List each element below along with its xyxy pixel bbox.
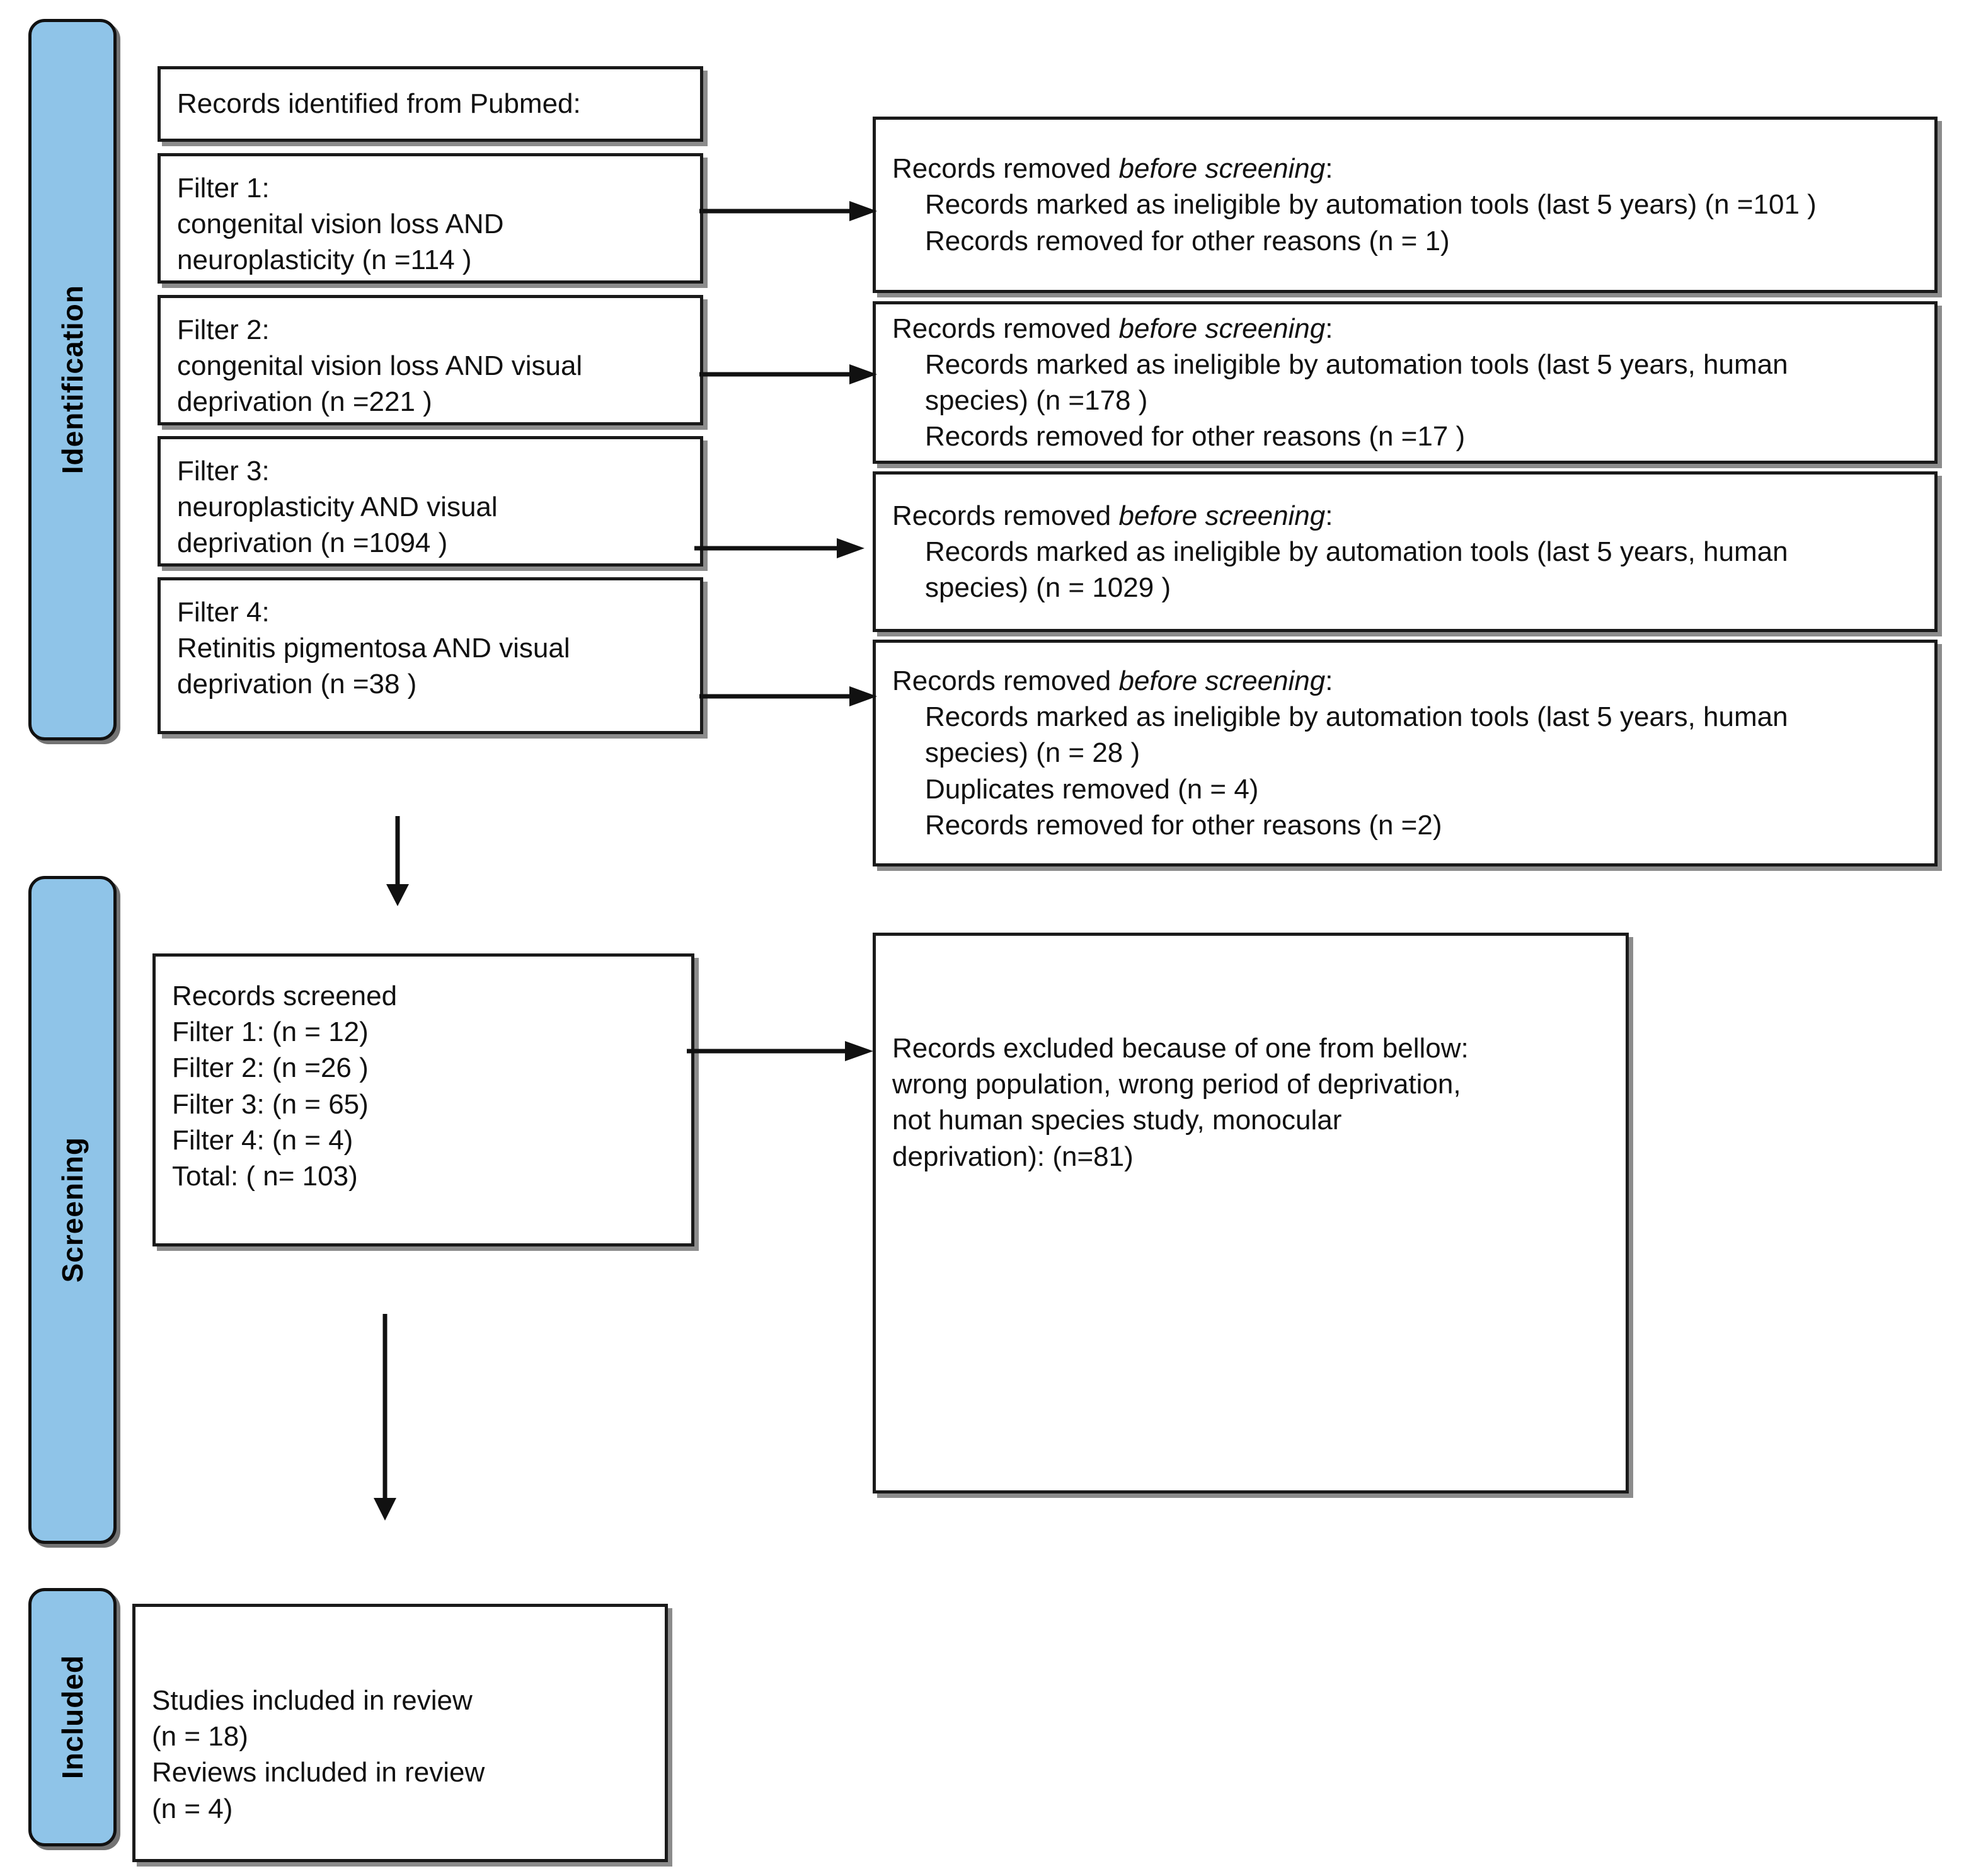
filter-3-line-3: deprivation (n =1094 ) — [177, 527, 448, 559]
removed-4-heading-italic: before screening — [1118, 665, 1326, 697]
records-screened-row-5: Total: ( n= 103) — [172, 1160, 358, 1192]
records-removed-2-box: Records removed before screening: Record… — [873, 301, 1938, 464]
filter-3-line-2: neuroplasticity AND visual — [177, 492, 498, 523]
records-removed-2-item-1: Records marked as ineligible by automati… — [925, 348, 1788, 416]
arrow-filter-4-to-removed-4 — [699, 686, 877, 706]
arrow-filter-1-to-removed-1 — [699, 201, 877, 221]
removed-3-heading-suffix: : — [1325, 500, 1333, 531]
removed-4-heading-prefix: Records removed — [892, 665, 1119, 697]
records-removed-4-box: Records removed before screening: Record… — [873, 640, 1938, 866]
filter-1-line-1: Filter 1: — [177, 173, 270, 204]
studies-included-line-4: (n = 4) — [152, 1793, 233, 1824]
records-screened-row-1: Filter 1: (n = 12) — [172, 1016, 369, 1048]
removed-2-heading-prefix: Records removed — [892, 313, 1119, 344]
records-removed-1-item-2: Records removed for other reasons (n = 1… — [925, 225, 1450, 256]
removed-1-heading-italic: before screening — [1118, 153, 1326, 185]
arrow-filter-2-to-removed-2 — [699, 364, 877, 384]
arrow-screening-to-included — [374, 1314, 396, 1521]
phase-label-included: Included — [56, 1655, 89, 1780]
records-identified-text: Records identified from Pubmed: — [177, 88, 581, 120]
records-excluded-line-2: wrong population, wrong period of depriv… — [892, 1069, 1461, 1100]
removed-4-heading-suffix: : — [1325, 665, 1333, 697]
filter-2-line-1: Filter 2: — [177, 314, 270, 345]
records-removed-2-heading: Records removed before screening: — [892, 311, 1918, 347]
records-removed-3-box: Records removed before screening: Record… — [873, 471, 1938, 632]
removed-1-heading-prefix: Records removed — [892, 153, 1119, 185]
phase-label-identification: Identification — [56, 285, 89, 475]
arrow-screened-to-excluded — [687, 1041, 873, 1061]
records-removed-2-item-2: Records removed for other reasons (n =17… — [925, 421, 1466, 452]
filter-1-line-2: congenital vision loss AND — [177, 209, 504, 240]
records-removed-1-box: Records removed before screening: Record… — [873, 117, 1938, 293]
phase-bar-included: Included — [28, 1588, 117, 1846]
filter-1-box: Filter 1: congenital vision loss AND neu… — [158, 153, 703, 284]
phase-bar-screening: Screening — [28, 876, 117, 1544]
arrow-identification-to-screening — [386, 816, 409, 906]
filter-2-line-2: congenital vision loss AND visual — [177, 350, 583, 382]
records-removed-4-heading: Records removed before screening: — [892, 663, 1918, 699]
records-removed-3-heading: Records removed before screening: — [892, 498, 1918, 534]
records-excluded-line-1: Records excluded because of one from bel… — [892, 1033, 1469, 1064]
filter-1-line-3: neuroplasticity (n =114 ) — [177, 245, 472, 276]
studies-included-line-1: Studies included in review — [152, 1685, 473, 1716]
records-excluded-line-4: deprivation): (n=81) — [892, 1141, 1134, 1172]
records-removed-3-item-1: Records marked as ineligible by automati… — [925, 536, 1788, 604]
removed-2-heading-italic: before screening — [1118, 313, 1326, 344]
filter-2-box: Filter 2: congenital vision loss AND vis… — [158, 295, 703, 425]
phase-label-screening: Screening — [56, 1137, 89, 1283]
records-screened-row-2: Filter 2: (n =26 ) — [172, 1052, 369, 1084]
filter-3-line-1: Filter 3: — [177, 456, 270, 486]
records-excluded-line-3: not human species study, monocular — [892, 1105, 1342, 1136]
records-excluded-box: Records excluded because of one from bel… — [873, 933, 1629, 1493]
records-screened-row-4: Filter 4: (n = 4) — [172, 1124, 353, 1156]
records-removed-4-item-3: Records removed for other reasons (n =2) — [925, 809, 1442, 841]
records-screened-title: Records screened — [172, 981, 398, 1011]
records-identified-box: Records identified from Pubmed: — [158, 66, 703, 142]
records-screened-row-3: Filter 3: (n = 65) — [172, 1088, 369, 1120]
removed-2-heading-suffix: : — [1325, 313, 1333, 344]
arrow-filter-3-to-removed-3 — [694, 538, 864, 558]
filter-4-line-1: Filter 4: — [177, 597, 270, 628]
records-removed-1-heading: Records removed before screening: — [892, 151, 1918, 187]
removed-3-heading-italic: before screening — [1118, 500, 1326, 531]
removed-3-heading-prefix: Records removed — [892, 500, 1119, 531]
records-removed-1-item-1: Records marked as ineligible by automati… — [925, 189, 1817, 221]
removed-1-heading-suffix: : — [1325, 153, 1333, 185]
phase-bar-identification: Identification — [28, 19, 117, 740]
records-removed-4-item-1: Records marked as ineligible by automati… — [925, 701, 1788, 769]
records-removed-4-item-2: Duplicates removed (n = 4) — [925, 773, 1259, 805]
filter-4-line-3: deprivation (n =38 ) — [177, 669, 417, 700]
filter-4-line-2: Retinitis pigmentosa AND visual — [177, 633, 570, 664]
filter-3-box: Filter 3: neuroplasticity AND visual dep… — [158, 436, 703, 567]
records-screened-box: Records screened Filter 1: (n = 12) Filt… — [152, 953, 694, 1246]
filter-4-box: Filter 4: Retinitis pigmentosa AND visua… — [158, 577, 703, 734]
studies-included-box: Studies included in review (n = 18) Revi… — [132, 1604, 668, 1862]
studies-included-line-3: Reviews included in review — [152, 1757, 485, 1788]
studies-included-line-2: (n = 18) — [152, 1721, 248, 1752]
filter-2-line-3: deprivation (n =221 ) — [177, 386, 432, 418]
